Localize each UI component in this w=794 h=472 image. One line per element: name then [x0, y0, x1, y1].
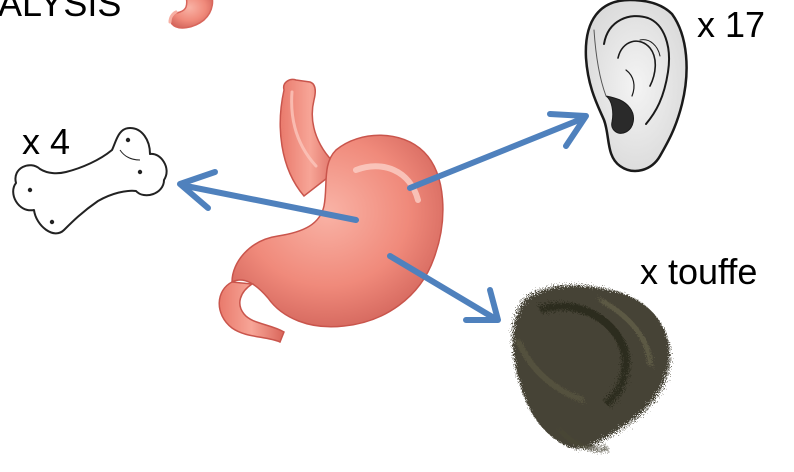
title-stomach-icon — [170, 0, 212, 28]
slide-title-fragment: ALYSIS — [0, 0, 121, 22]
ear-icon — [586, 0, 687, 171]
arrow-to-ear — [410, 114, 586, 188]
hair-tuft-icon — [512, 285, 670, 449]
ear-count-label: x 17 — [697, 7, 765, 43]
stomach-illustration — [219, 79, 443, 342]
bone-count-label: x 4 — [22, 124, 70, 160]
hair-count-label: x touffe — [640, 254, 757, 290]
